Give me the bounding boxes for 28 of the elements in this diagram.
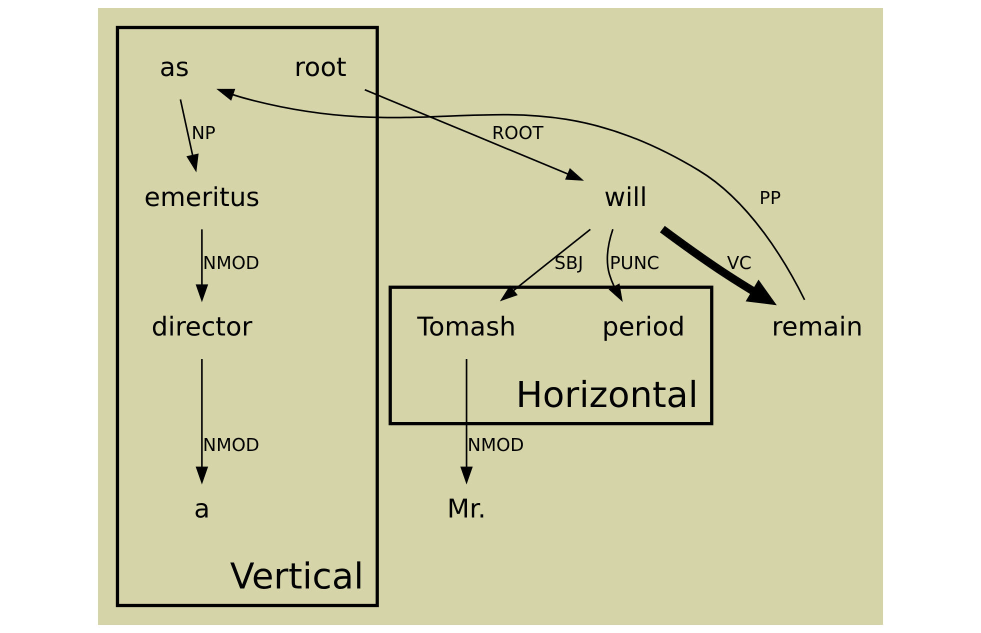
- arrow: [660, 226, 777, 306]
- node-text: Mr.: [447, 494, 486, 524]
- arrow: [500, 228, 591, 302]
- arrow: [180, 99, 199, 172]
- arrow: [460, 359, 473, 484]
- arrow: [196, 359, 208, 484]
- edge-label: ROOT: [492, 123, 544, 144]
- node-text: will: [604, 182, 648, 213]
- node-text: a: [194, 494, 210, 524]
- node-text: Tomash: [417, 312, 516, 343]
- arrow: [196, 229, 208, 302]
- arrow: [364, 89, 584, 181]
- edge-label: SBJ: [554, 253, 584, 274]
- node-text: as: [160, 52, 190, 83]
- edge-label: NMOD: [202, 434, 260, 456]
- node-text: period: [602, 312, 685, 343]
- edge-label: PUNC: [610, 253, 660, 274]
- edge-label: NMOD: [468, 434, 524, 456]
- edge-label: NMOD: [202, 253, 260, 274]
- arrow: [216, 88, 806, 300]
- node-text: root: [294, 52, 346, 83]
- node-text: emeritus: [144, 182, 260, 213]
- node-text: remain: [772, 312, 863, 343]
- edge-label: VC: [726, 253, 752, 274]
- arrow: [606, 228, 623, 302]
- node-text: director: [152, 312, 252, 343]
- edge-label: PP: [759, 188, 781, 210]
- edge-label: NP: [191, 123, 216, 144]
